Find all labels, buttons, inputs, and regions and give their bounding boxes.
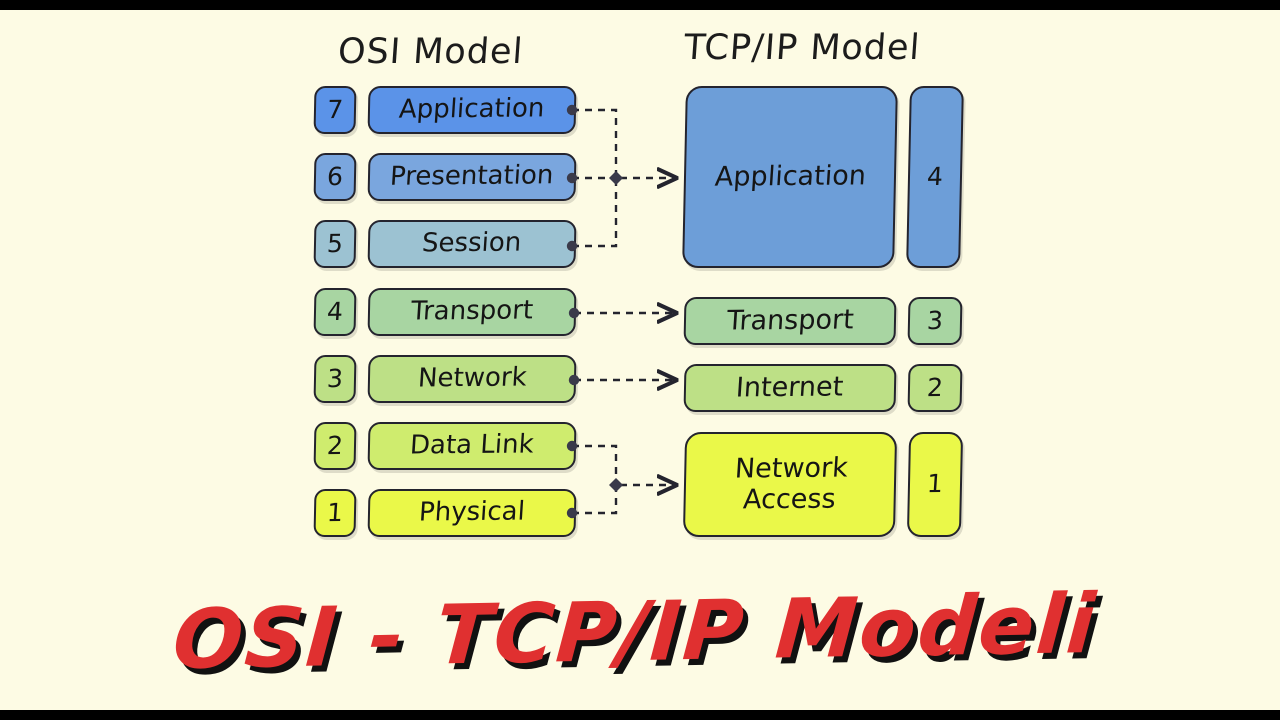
tcpip-number-4: 4 — [906, 86, 964, 268]
tcpip-number-1: 1 — [906, 432, 964, 537]
osi-number-5: 5 — [313, 220, 357, 268]
tcpip-number-3: 3 — [907, 297, 963, 345]
wire-datalink-to-network-access — [572, 444, 618, 480]
osi-column-heading: OSI Model — [336, 32, 525, 72]
letterbox-top — [0, 0, 1280, 10]
tcpip-layer-network-access[interactable]: Network Access — [682, 432, 898, 537]
osi-layer-transport[interactable]: Transport — [367, 288, 577, 336]
diagram-canvas: OSI Model TCP/IP Model 7 6 5 4 3 2 1 App… — [0, 10, 1280, 710]
osi-number-2: 2 — [313, 422, 357, 470]
osi-layer-network[interactable]: Network — [367, 355, 577, 403]
osi-layer-application[interactable]: Application — [367, 86, 577, 134]
osi-number-7: 7 — [313, 86, 357, 134]
osi-number-1: 1 — [313, 489, 357, 537]
tcpip-layer-internet[interactable]: Internet — [683, 364, 897, 412]
letterbox-bottom — [0, 710, 1280, 720]
wire-physical-to-network-access — [572, 490, 618, 515]
osi-layer-data-link[interactable]: Data Link — [367, 422, 577, 470]
tcpip-layer-transport[interactable]: Transport — [683, 297, 897, 345]
tcpip-number-2: 2 — [907, 364, 963, 412]
footer-title: OSI - TCP/IP Modeli OSI - TCP/IP Modeli — [0, 577, 1280, 695]
osi-number-3: 3 — [313, 355, 357, 403]
wire-session-to-application — [572, 183, 618, 248]
osi-layer-presentation[interactable]: Presentation — [367, 153, 577, 201]
tcpip-column-heading: TCP/IP Model — [682, 28, 922, 68]
osi-layer-physical[interactable]: Physical — [367, 489, 577, 537]
osi-layer-session[interactable]: Session — [367, 220, 577, 268]
tcpip-layer-application[interactable]: Application — [682, 86, 898, 268]
osi-number-4: 4 — [313, 288, 357, 336]
wire-application-to-application — [572, 108, 618, 173]
osi-number-6: 6 — [313, 153, 357, 201]
